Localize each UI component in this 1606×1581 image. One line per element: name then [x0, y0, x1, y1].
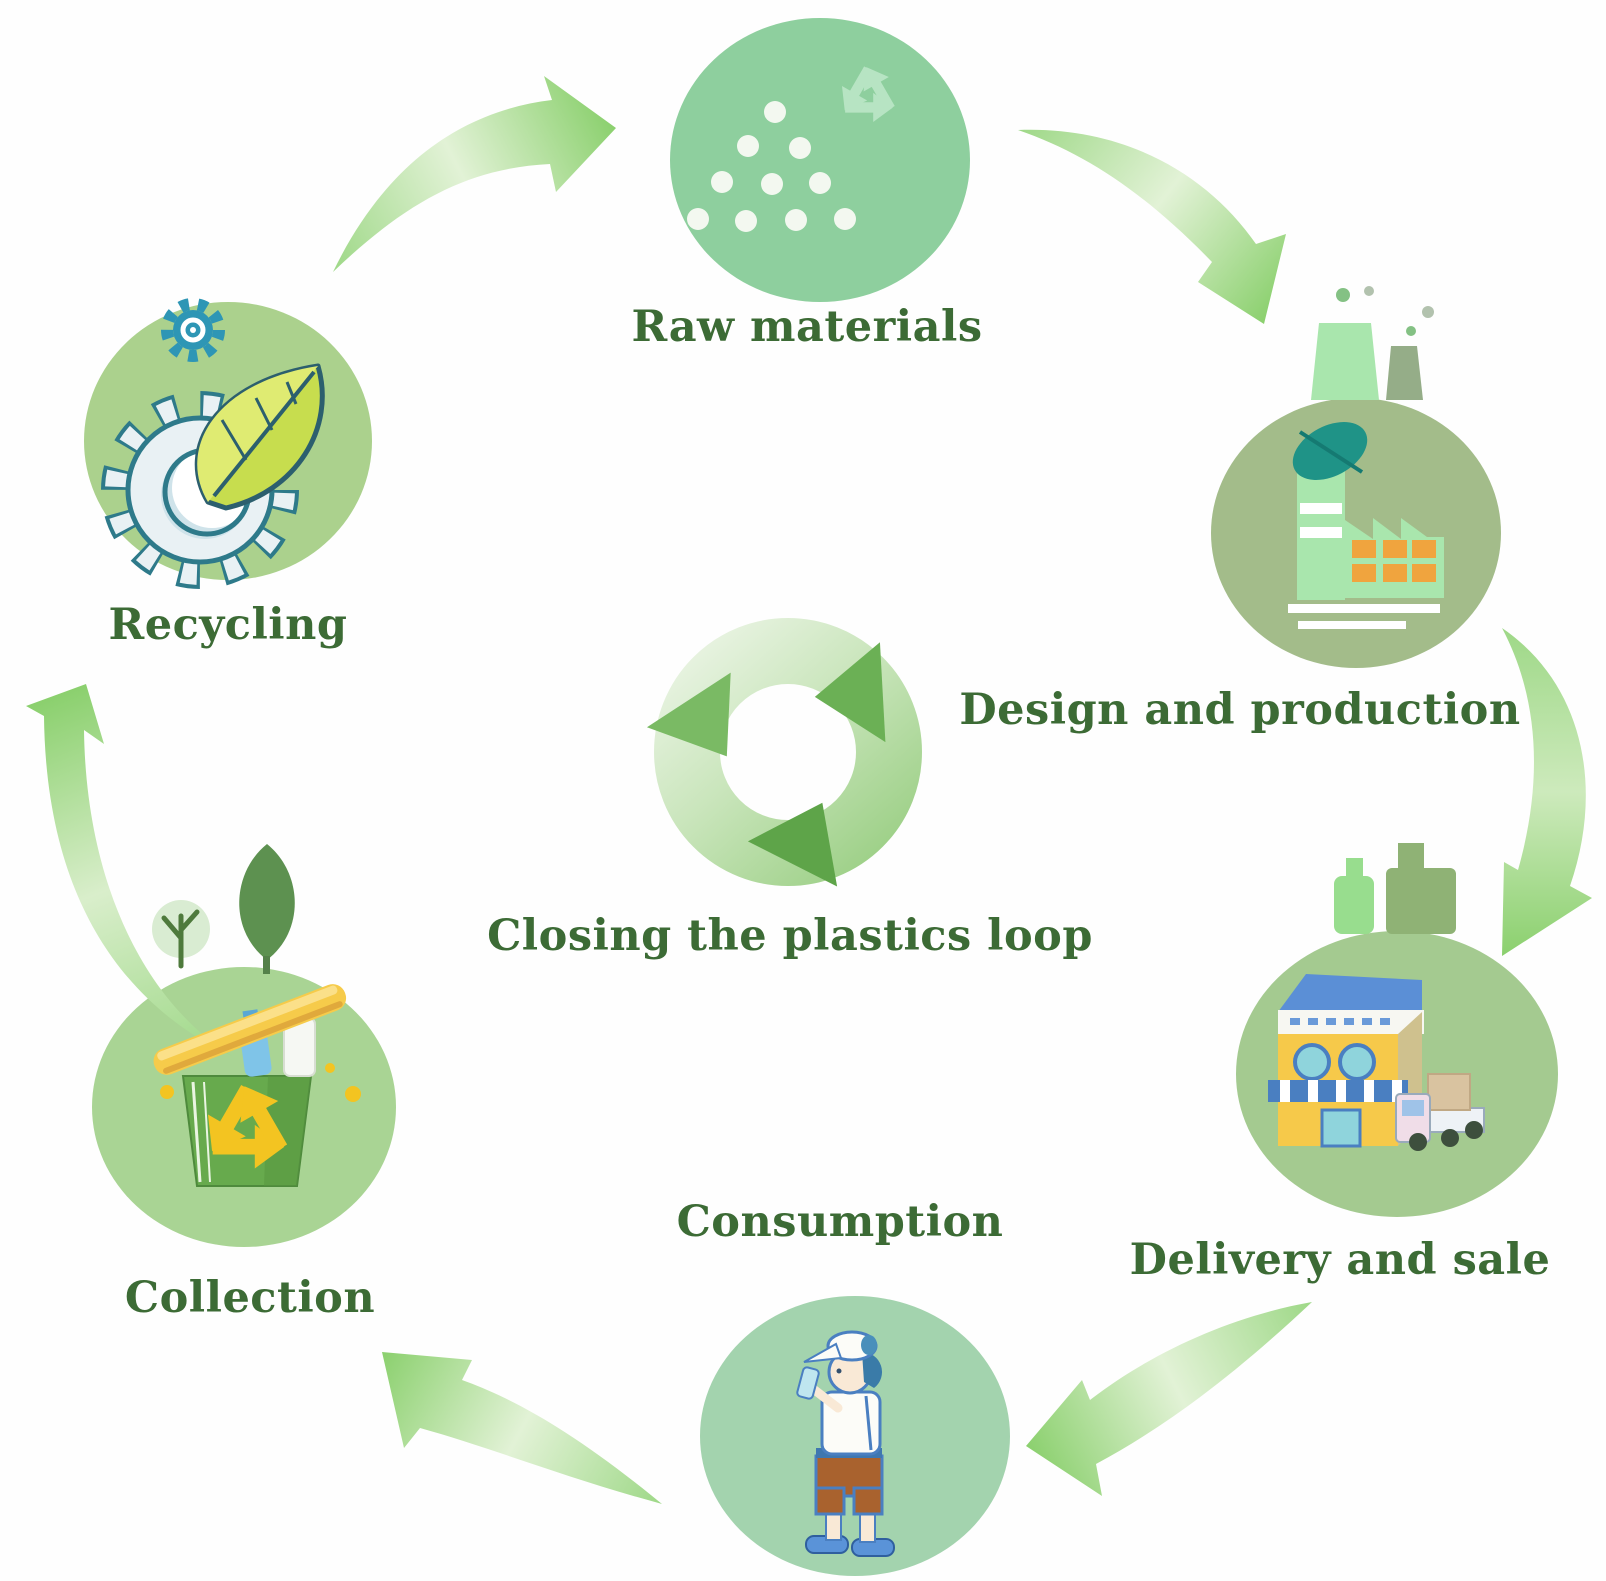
arrow-delivery-to-consumption-icon [1026, 1302, 1312, 1496]
node-label-consumption: Consumption [676, 1197, 1004, 1247]
gear-leaf-icon [101, 298, 325, 589]
node-label-delivery-sale: Delivery and sale [1129, 1235, 1551, 1285]
arrow-recycling-to-raw-materials-icon [333, 76, 616, 272]
diagram-caption: Closing the plastics loop [487, 911, 1093, 961]
node-label-collection: Collection [124, 1273, 376, 1323]
tree-icon [239, 844, 295, 960]
arrow-consumption-to-collection-icon [382, 1352, 662, 1504]
small-gear-icon [161, 298, 225, 362]
arrow-design-to-delivery-icon [1502, 628, 1592, 956]
node-label-raw-materials: Raw materials [631, 302, 983, 352]
green-factory-icon [1288, 286, 1444, 629]
store-roof [1278, 974, 1422, 1012]
person-drinking-icon [796, 1330, 895, 1557]
yellow-bar-icon [153, 984, 347, 1075]
recycle-loop-icon [646, 618, 932, 901]
node-label-recycling: Recycling [108, 600, 348, 650]
arrow-collection-to-recycling-icon [26, 684, 232, 1056]
plastic-pellets-icon [687, 59, 903, 232]
bottle-silhouettes-icon [1334, 843, 1456, 934]
delivery-truck-icon [1395, 1073, 1485, 1151]
recycle-bin-icon [152, 844, 361, 1187]
arrow-raw-materials-to-design-icon [1018, 129, 1286, 324]
node-circle-raw-materials [670, 18, 970, 302]
storefront-truck-icon [1268, 843, 1485, 1151]
node-label-design-production: Design and production [959, 685, 1521, 735]
